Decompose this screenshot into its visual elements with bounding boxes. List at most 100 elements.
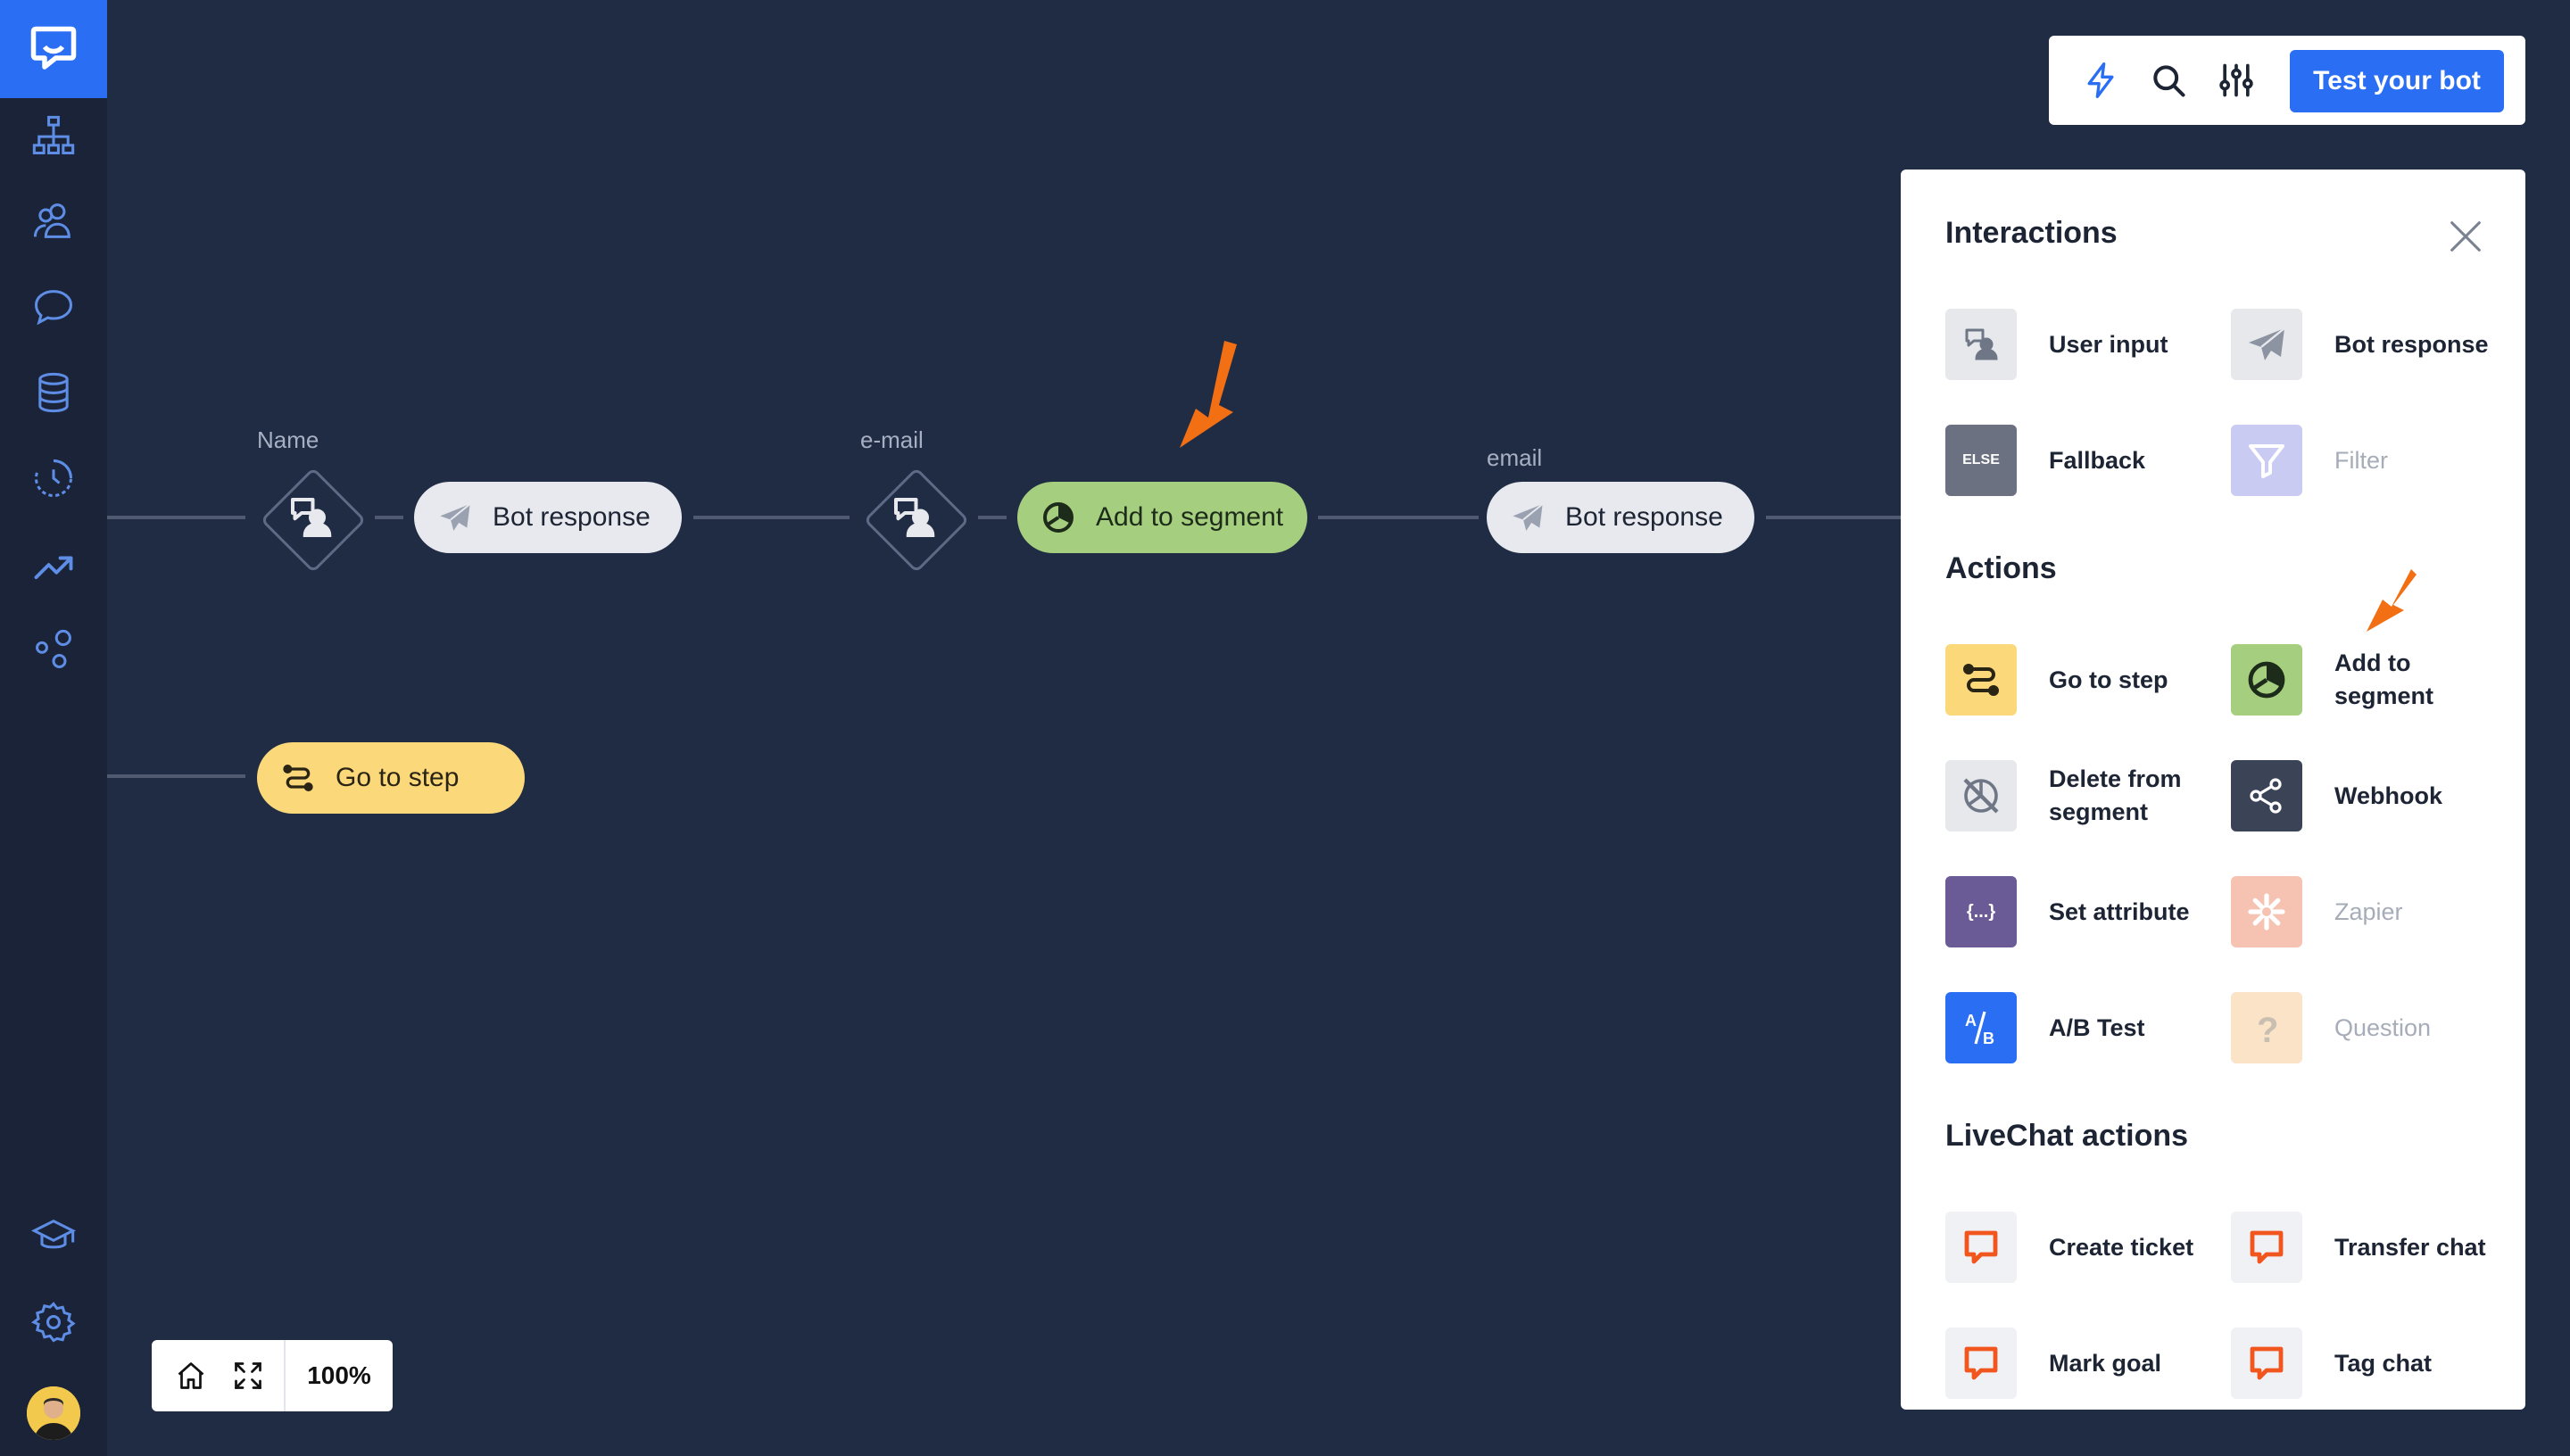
user-input-email-label: e-mail [860, 426, 924, 453]
user-input-icon [894, 498, 935, 537]
go-to-step-icon [1945, 644, 2017, 716]
actions-title: Actions [1945, 551, 2057, 585]
connector-line [693, 516, 850, 519]
panel-item-filter[interactable]: Filter [2231, 425, 2516, 496]
zapier-asterisk-icon [2231, 876, 2302, 947]
paper-plane-icon [1513, 503, 1544, 531]
livechat-bubble-icon [1945, 1212, 2017, 1283]
user-input-node-email[interactable] [863, 467, 970, 574]
panel-item-webhook[interactable]: Webhook [2231, 760, 2516, 831]
user-input-icon [1945, 309, 2017, 380]
panel-item-label: Zapier [2334, 898, 2403, 925]
panel-item-label: Mark goal [2049, 1349, 2162, 1377]
bot-response-node-2-label: Bot response [1565, 502, 1723, 532]
left-sidebar [0, 0, 107, 1456]
paper-plane-icon [440, 503, 471, 531]
panel-item-label: Question [2334, 1013, 2432, 1041]
panel-item-question[interactable]: ? Question [2231, 992, 2516, 1063]
add-to-segment-node-label: Add to segment [1096, 502, 1284, 532]
panel-item-label: User input [2049, 330, 2168, 358]
segment-pie-icon [1043, 502, 1074, 533]
panel-item-zapier[interactable]: Zapier [2231, 876, 2516, 947]
panel-item-label: Filter [2334, 446, 2388, 474]
connector-line [1766, 516, 1901, 519]
connector-line [107, 774, 245, 778]
panel-item-label: Fallback [2049, 446, 2146, 474]
bot-response-node-1[interactable]: Bot response [414, 482, 682, 553]
panel-item-add-to-segment[interactable]: Add to segment [2231, 644, 2516, 716]
fit-screen-icon[interactable] [227, 1354, 269, 1397]
user-input-node-name[interactable] [260, 467, 367, 574]
segment-pie-icon [2231, 644, 2302, 716]
test-your-bot-button[interactable]: Test your bot [2290, 50, 2504, 112]
connector-line [107, 516, 245, 519]
graduation-cap-icon[interactable] [0, 1194, 107, 1279]
chat-bubble-icon[interactable] [0, 264, 107, 350]
connector-line [375, 516, 403, 519]
annotation-arrow-icon [2367, 569, 2417, 632]
panel-item-user-input[interactable]: User input [1945, 309, 2231, 380]
sliders-icon[interactable] [2215, 59, 2258, 102]
segment-delete-icon [1945, 760, 2017, 831]
connector-line [1318, 516, 1479, 519]
panel-item-label: A/B Test [2049, 1013, 2145, 1041]
panel-item-tag-chat[interactable]: Tag chat [2231, 1328, 2516, 1399]
panel-item-transfer-chat[interactable]: Transfer chat [2231, 1212, 2516, 1283]
livechat-actions-title: LiveChat actions [1945, 1119, 2189, 1153]
top-toolbar: Test your bot [2049, 36, 2525, 125]
panel-item-delete-from-segment[interactable]: Delete from segment [1945, 760, 2231, 831]
panel-item-fallback[interactable]: ELSE Fallback [1945, 425, 2231, 496]
svg-text:A: A [1965, 1012, 1977, 1030]
panel-item-go-to-step[interactable]: Go to step [1945, 644, 2231, 716]
panel-item-label: Transfer chat [2334, 1233, 2486, 1261]
add-to-segment-node[interactable]: Add to segment [1017, 482, 1307, 553]
connector-line [978, 516, 1007, 519]
livechat-bubble-icon [1945, 1328, 2017, 1399]
go-to-step-node[interactable]: Go to step [257, 742, 525, 814]
database-icon[interactable] [0, 350, 107, 435]
search-icon[interactable] [2147, 59, 2190, 102]
livechat-bubble-icon [2231, 1212, 2302, 1283]
webhook-share-icon [2231, 760, 2302, 831]
bot-response-email-label: email [1487, 444, 1543, 471]
question-mark-icon: ? [2231, 992, 2302, 1063]
trending-up-icon[interactable] [0, 521, 107, 607]
user-input-name-label: Name [257, 426, 319, 453]
paper-plane-icon [2231, 309, 2302, 380]
panel-item-label: Tag chat [2334, 1349, 2433, 1377]
panel-item-label: Create ticket [2049, 1233, 2194, 1261]
panel-item-label: Add to segment [2334, 649, 2434, 709]
go-to-step-node-label: Go to step [336, 763, 460, 792]
integrations-icon[interactable] [0, 607, 107, 692]
zoom-level[interactable]: 100% [307, 1361, 371, 1389]
lightning-icon[interactable] [2079, 59, 2122, 102]
settings-gear-icon[interactable] [0, 1279, 107, 1365]
clock-history-icon[interactable] [0, 435, 107, 521]
zoom-controls: 100% [152, 1340, 393, 1411]
livechat-bubble-icon [2231, 1328, 2302, 1399]
panel-item-set-attribute[interactable]: {...} Set attribute [1945, 876, 2231, 947]
chat-bubble-logo-icon[interactable] [0, 0, 107, 98]
svg-text:?: ? [2257, 1011, 2278, 1049]
filter-icon [2231, 425, 2302, 496]
flow-hierarchy-icon[interactable] [0, 93, 107, 178]
panel-item-create-ticket[interactable]: Create ticket [1945, 1212, 2231, 1283]
bot-response-node-2[interactable]: Bot response [1487, 482, 1754, 553]
svg-text:B: B [1983, 1030, 1994, 1047]
panel-item-bot-response[interactable]: Bot response [2231, 309, 2516, 380]
panel-item-mark-goal[interactable]: Mark goal [1945, 1328, 2231, 1399]
close-icon[interactable] [2445, 216, 2486, 257]
annotation-arrow-icon [1180, 341, 1237, 448]
braces-icon: {...} [1945, 876, 2017, 947]
interactions-panel: Interactions User input Bot response ELS… [1901, 170, 2525, 1410]
user-input-icon [291, 498, 332, 537]
interactions-title: Interactions [1945, 216, 2118, 250]
bot-response-node-1-label: Bot response [493, 502, 651, 532]
users-icon[interactable] [0, 178, 107, 264]
panel-item-label: Webhook [2334, 782, 2442, 809]
panel-item-label: Go to step [2049, 666, 2168, 693]
home-icon[interactable] [170, 1354, 212, 1397]
user-avatar[interactable] [27, 1386, 80, 1440]
